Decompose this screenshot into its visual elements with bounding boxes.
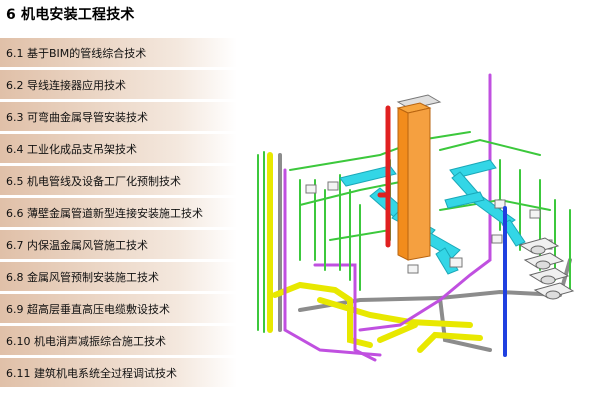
menu-item-6-9[interactable]: 6.9 超高层垂直高压电缆敷设技术 <box>0 294 237 323</box>
menu-item-6-3[interactable]: 6.3 可弯曲金属导管安装技术 <box>0 102 237 131</box>
menu-item-label: 6.10 机电消声减振综合施工技术 <box>6 334 166 348</box>
equipment-boxes <box>305 181 553 274</box>
menu-item-label: 6.11 建筑机电系统全过程调试技术 <box>6 366 177 380</box>
menu-item-label: 6.3 可弯曲金属导管安装技术 <box>6 110 148 124</box>
menu-item-6-8[interactable]: 6.8 金属风管预制安装施工技术 <box>0 262 237 291</box>
menu-item-label: 6.5 机电管线及设备工厂化预制技术 <box>6 174 181 188</box>
menu-item-label: 6.6 薄壁金属管道新型连接安装施工技术 <box>6 206 203 220</box>
technique-menu: 6.1 基于BIM的管线综合技术 6.2 导线连接器应用技术 6.3 可弯曲金属… <box>0 38 237 390</box>
menu-item-6-4[interactable]: 6.4 工业化成品支吊架技术 <box>0 134 237 163</box>
red-pipe <box>377 105 391 248</box>
menu-item-label: 6.8 金属风管预制安装施工技术 <box>6 270 159 284</box>
cyan-ducts <box>339 159 526 275</box>
page-title: 6 机电安装工程技术 <box>6 7 135 23</box>
menu-item-label: 6.2 导线连接器应用技术 <box>6 78 126 92</box>
menu-item-6-1[interactable]: 6.1 基于BIM的管线综合技术 <box>0 38 237 67</box>
menu-item-label: 6.4 工业化成品支吊架技术 <box>6 142 137 156</box>
menu-item-6-2[interactable]: 6.2 导线连接器应用技术 <box>0 70 237 99</box>
menu-item-6-7[interactable]: 6.7 内保温金属风管施工技术 <box>0 230 237 259</box>
menu-item-label: 6.1 基于BIM的管线综合技术 <box>6 46 147 60</box>
menu-item-6-6[interactable]: 6.6 薄壁金属管道新型连接安装施工技术 <box>0 198 237 227</box>
yellow-pipes <box>267 152 483 353</box>
menu-item-6-11[interactable]: 6.11 建筑机电系统全过程调试技术 <box>0 358 237 387</box>
unit-stack <box>518 237 575 300</box>
orange-shaft <box>396 94 442 261</box>
menu-item-label: 6.9 超高层垂直高压电缆敷设技术 <box>6 302 170 316</box>
purple-pipes <box>283 73 492 362</box>
menu-item-label: 6.7 内保温金属风管施工技术 <box>6 238 148 252</box>
menu-item-6-5[interactable]: 6.5 机电管线及设备工厂化预制技术 <box>0 166 237 195</box>
menu-item-6-10[interactable]: 6.10 机电消声减振综合施工技术 <box>0 326 237 355</box>
mep-bim-model-illustration <box>257 73 575 362</box>
